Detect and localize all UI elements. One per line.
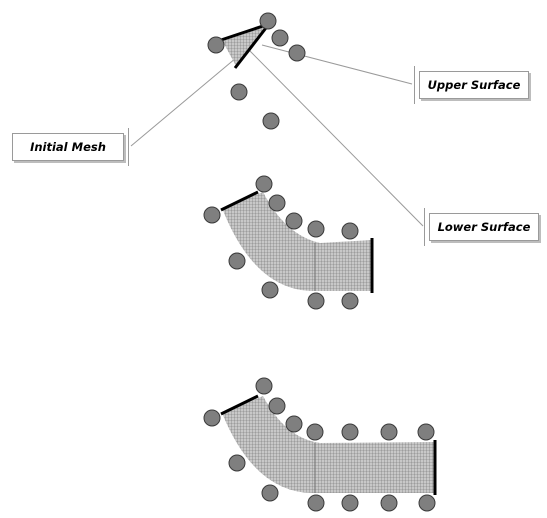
mesh-node [255,175,273,193]
mesh-node [285,415,303,433]
mesh-node [207,36,225,54]
upper-surface-edge [220,394,259,416]
leader-lower-surface [248,49,424,227]
lower-surface-label: Lower Surface [437,220,531,234]
mesh-node [268,194,286,212]
mesh-node [417,423,435,441]
mesh-node [261,281,279,299]
mesh-node [271,29,289,47]
mesh-node [262,112,280,130]
mesh-node [306,423,324,441]
mesh-node [341,222,359,240]
stage-partially-grown-mesh [203,175,374,310]
mesh-node [380,494,398,512]
mesh-node [230,83,248,101]
mesh-node [418,494,436,512]
callout-tick [128,128,129,166]
callout-tick [414,66,415,104]
lower-surface-callout: Lower Surface [424,208,539,246]
lower-surface-edge [233,23,271,69]
stage3-nodes [203,377,436,512]
initial-mesh-label: Initial Mesh [30,140,106,154]
grown-mesh-region [222,192,372,292]
mesh-node [261,484,279,502]
mesh-node [307,494,325,512]
leader-lines [130,44,424,227]
leader-initial-mesh [130,57,237,147]
mesh-node [288,44,306,62]
stage-fully-grown-mesh [203,377,437,512]
stage2-nodes [203,175,359,310]
mesh-node [203,206,221,224]
mesh-node [341,423,359,441]
grown-mesh-region [222,396,435,494]
initial-mesh-wedge [222,25,268,66]
mesh-node [268,397,286,415]
mesh-node [228,454,246,472]
stage-initial-mesh [207,12,306,130]
mesh-node [203,409,221,427]
leader-upper-surface [261,44,413,85]
callout-tick [424,208,425,246]
mesh-node [307,220,325,238]
upper-surface-edge [220,190,259,212]
mesh-node [228,252,246,270]
mesh-node [285,212,303,230]
mesh-node [307,292,325,310]
mesh-node [255,377,273,395]
upper-surface-edge [220,22,270,42]
upper-surface-callout: Upper Surface [414,66,529,104]
mesh-node [341,494,359,512]
mesh-node [341,292,359,310]
mesh-node [380,423,398,441]
upper-surface-label: Upper Surface [427,78,521,92]
initial-mesh-callout: Initial Mesh [12,128,129,166]
mesh-node [259,12,277,30]
initial-nodes [207,12,306,130]
